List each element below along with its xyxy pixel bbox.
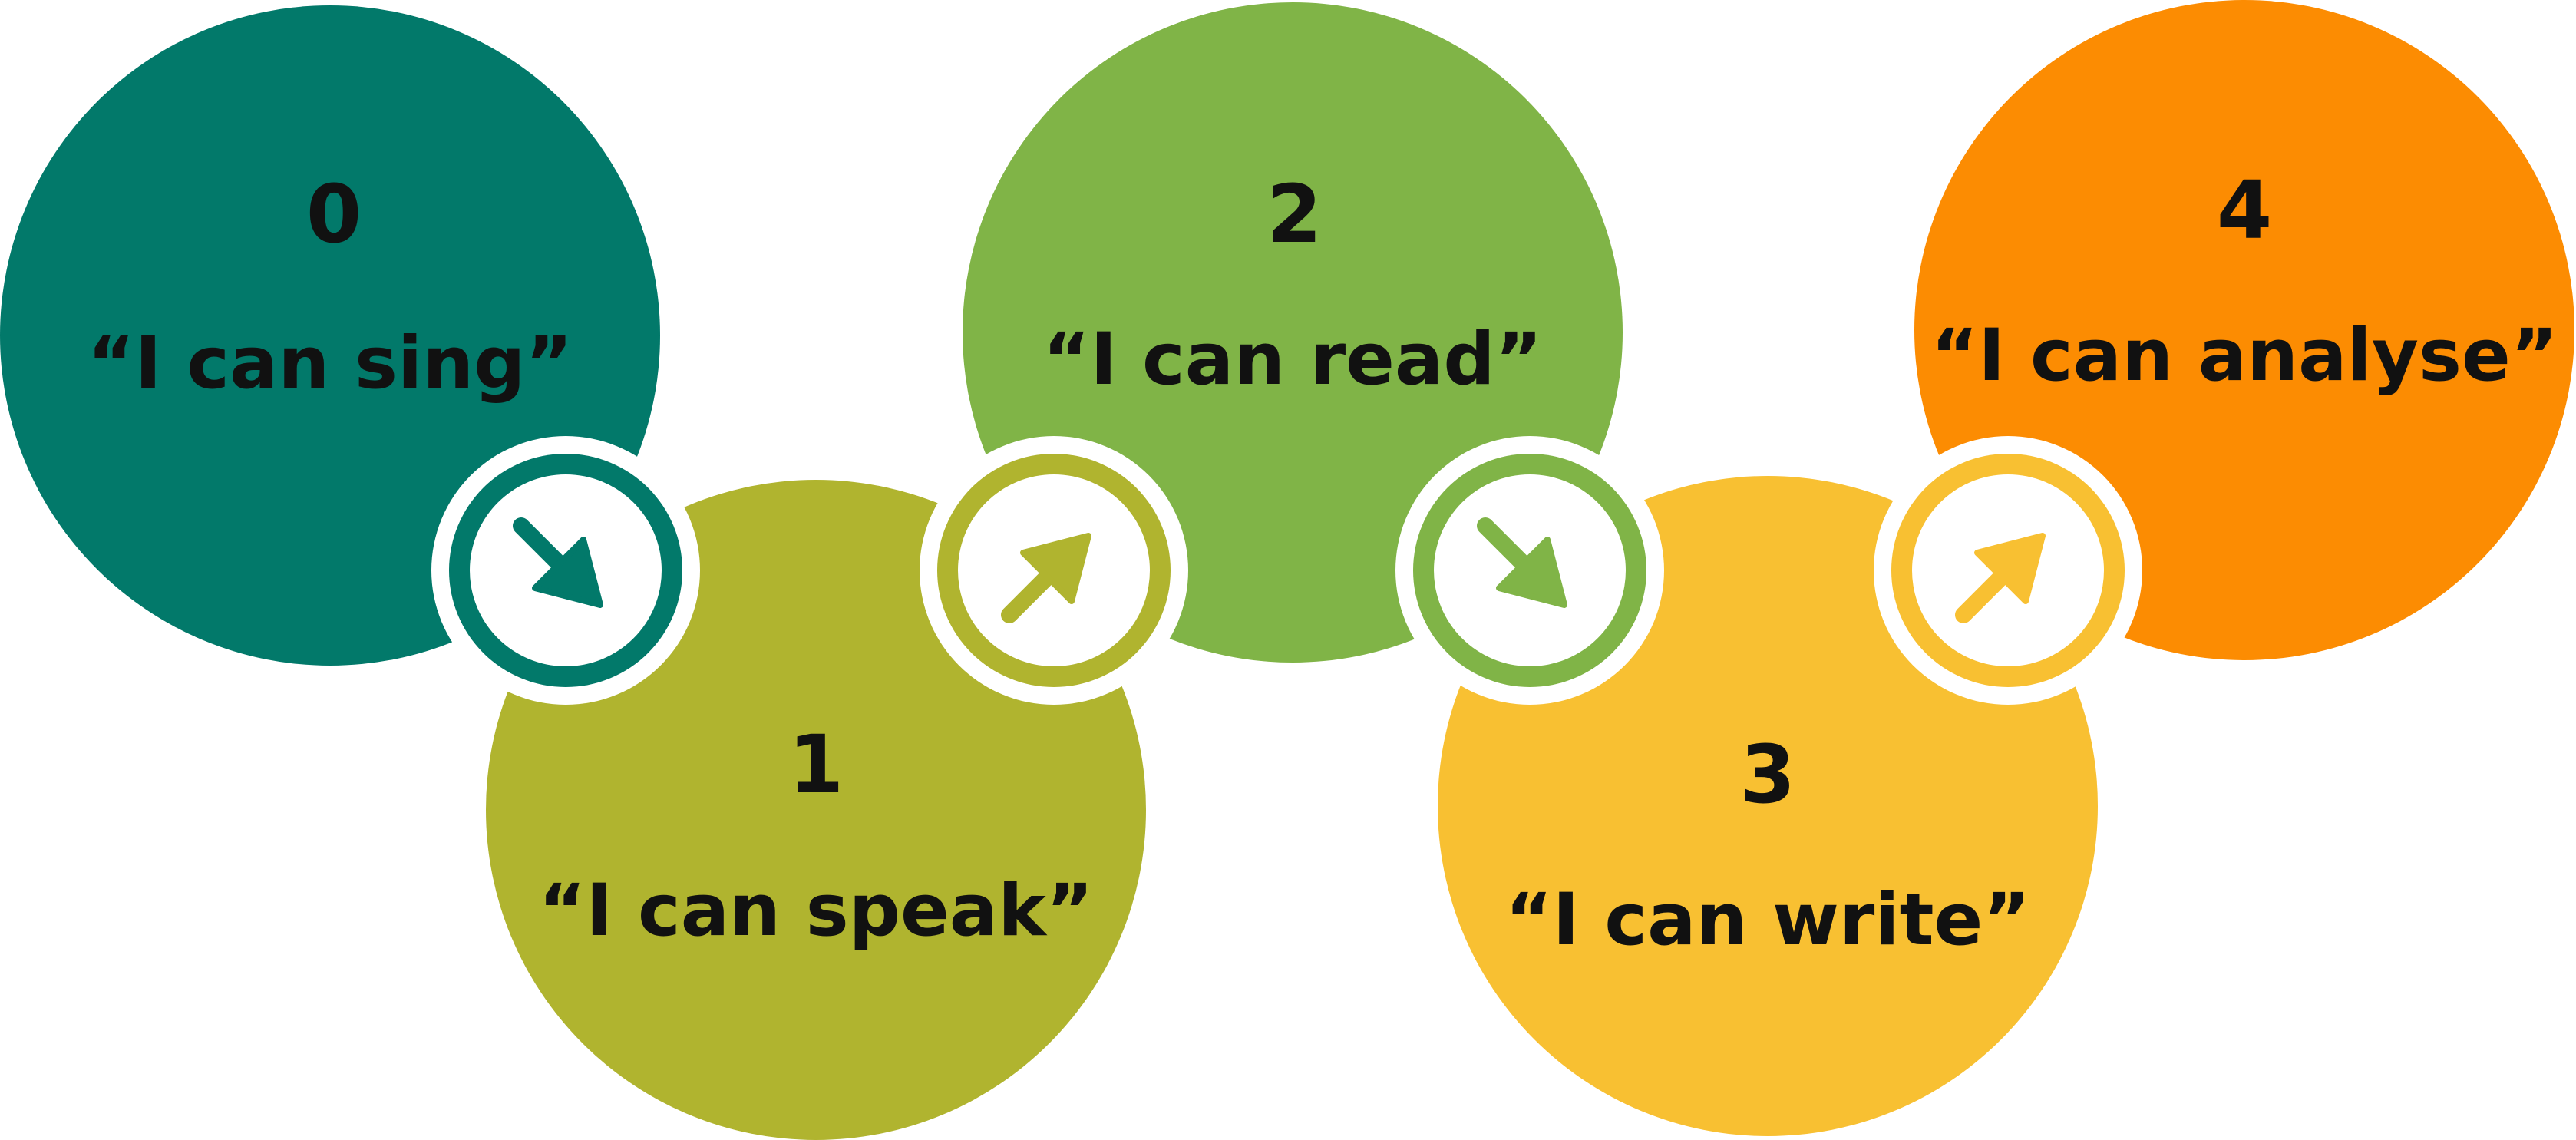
stage-2-label: “I can read” bbox=[1043, 318, 1543, 401]
connector-3-4 bbox=[1874, 436, 2142, 705]
connector-2-3 bbox=[1395, 436, 1664, 705]
connector-0-1 bbox=[431, 436, 700, 705]
stage-2-number: 2 bbox=[1267, 167, 1322, 261]
stage-1-number: 1 bbox=[788, 718, 844, 811]
stage-0-number: 0 bbox=[306, 167, 362, 261]
stage-3-number: 3 bbox=[1740, 728, 1795, 821]
stage-0-label: “I can sing” bbox=[88, 322, 573, 405]
stage-4-label: “I can analyse” bbox=[1930, 314, 2558, 398]
stage-1-label: “I can speak” bbox=[539, 869, 1094, 953]
stage-4-number: 4 bbox=[2217, 164, 2272, 257]
stage-3-label: “I can write” bbox=[1505, 878, 2030, 962]
connector-1-2 bbox=[920, 436, 1188, 705]
